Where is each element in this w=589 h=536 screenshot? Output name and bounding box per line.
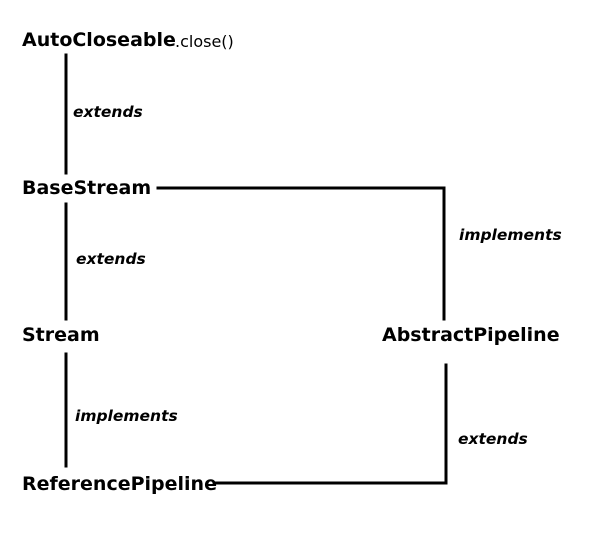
edge-referencepipeline-abstractpipeline [213,363,448,485]
edge-basestream-abstractpipeline [156,186,446,321]
node-referencepipeline: ReferencePipeline [22,473,217,495]
edge-label-stream-extends-basestream: extends [76,250,146,268]
edge-label-referencepipeline-implements-stream: implements [75,407,178,425]
node-stream: Stream [22,324,100,346]
node-autocloseable-method: .close() [175,32,234,51]
edge-label-referencepipeline-extends-abstractpipeline: extends [458,430,528,448]
node-autocloseable: AutoCloseable [22,29,176,51]
edge-label-basestream-extends-autocloseable: extends [73,103,143,121]
node-basestream: BaseStream [22,177,151,199]
edge-label-basestream-implements-abstractpipeline: implements [459,226,562,244]
node-abstractpipeline: AbstractPipeline [382,324,560,346]
